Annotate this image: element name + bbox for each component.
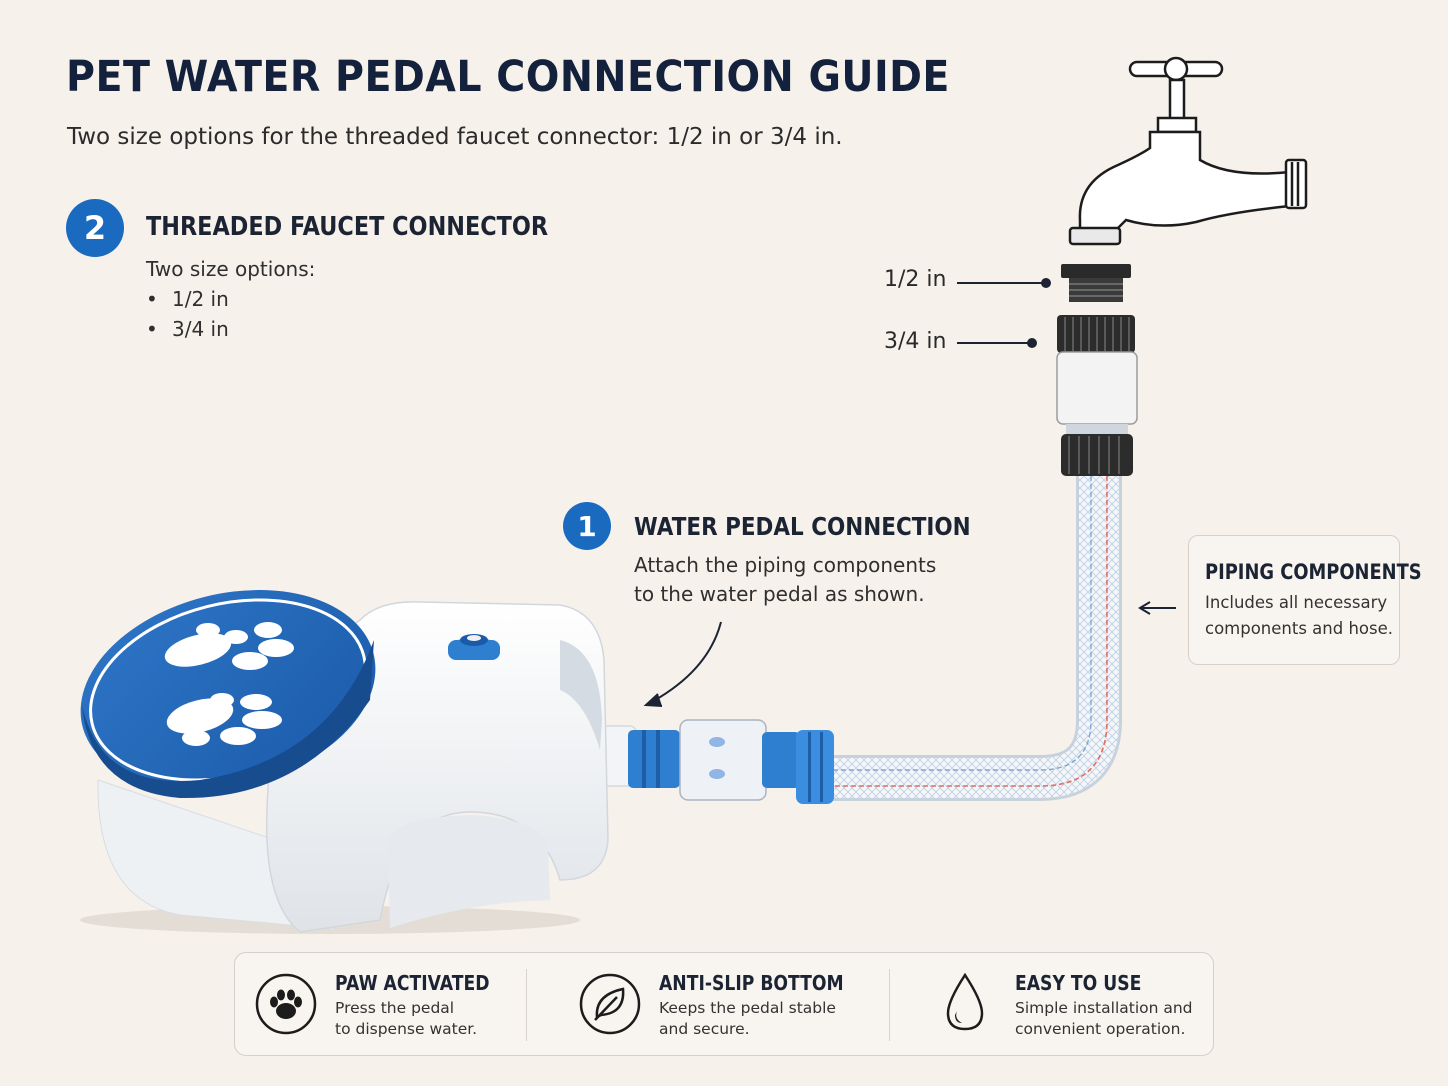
water-pedal: [80, 590, 609, 934]
list-item: •3/4 in: [146, 317, 229, 341]
callout-text: Includes all necessary components and ho…: [1205, 593, 1394, 638]
size-leader-lines: [957, 278, 1051, 348]
feature-description: Keeps the pedal stable and secure.: [659, 999, 836, 1038]
feature-title: PAW ACTIVATED: [335, 971, 490, 995]
feature-title: EASY TO USE: [1015, 971, 1142, 995]
feature-easy-to-use: EASY TO USE Simple installation and conv…: [890, 953, 1212, 1055]
feature-anti-slip: ANTI-SLIP BOTTOM Keeps the pedal stable …: [527, 953, 889, 1055]
step-2-badge: 2: [66, 199, 124, 257]
threaded-connector-three-quarter-inch: [1056, 315, 1138, 476]
water-drop-icon: [946, 972, 984, 1031]
callout-arrow: [1138, 601, 1176, 615]
piping-components-callout: PIPING COMPONENTS Includes all necessary…: [1188, 535, 1422, 665]
paw-icon: [255, 973, 317, 1035]
size-label-half-inch: 1/2 in: [884, 267, 947, 292]
size-label-three-quarter-inch: 3/4 in: [884, 329, 947, 354]
feature-description: Simple installation and convenient opera…: [1015, 999, 1193, 1038]
pedal-connection-arrow: [643, 621, 722, 707]
hose: [832, 476, 1122, 801]
step-1-badge: 1: [563, 502, 611, 550]
leaf-icon: [579, 973, 641, 1035]
feature-description: Press the pedal to dispense water.: [335, 999, 478, 1038]
pedal-connection-text: Attach the piping components to the wate…: [634, 553, 937, 606]
features-bar: PAW ACTIVATED Press the pedal to dispens…: [234, 952, 1214, 1056]
feature-divider: [526, 969, 527, 1041]
faucet-options-intro: Two size options:: [146, 257, 316, 281]
feature-title: ANTI-SLIP BOTTOM: [659, 971, 844, 995]
paw-print-graphic: [164, 622, 294, 746]
faucet-options-list: •1/2 in •3/4 in: [146, 284, 229, 344]
faucet-connector-heading: THREADED FAUCET CONNECTOR: [146, 212, 549, 242]
feature-divider: [889, 969, 890, 1041]
faucet-icon: [1068, 56, 1308, 246]
list-item: •1/2 in: [146, 287, 229, 311]
page-title: PET WATER PEDAL CONNECTION GUIDE: [66, 52, 950, 102]
pedal-connection-heading: WATER PEDAL CONNECTION: [634, 512, 971, 541]
pedal-fittings: [585, 719, 834, 804]
page-subtitle: Two size options for the threaded faucet…: [67, 124, 843, 150]
feature-paw-activated: PAW ACTIVATED Press the pedal to dispens…: [235, 953, 527, 1055]
threaded-connector-half-inch: [1061, 264, 1131, 302]
